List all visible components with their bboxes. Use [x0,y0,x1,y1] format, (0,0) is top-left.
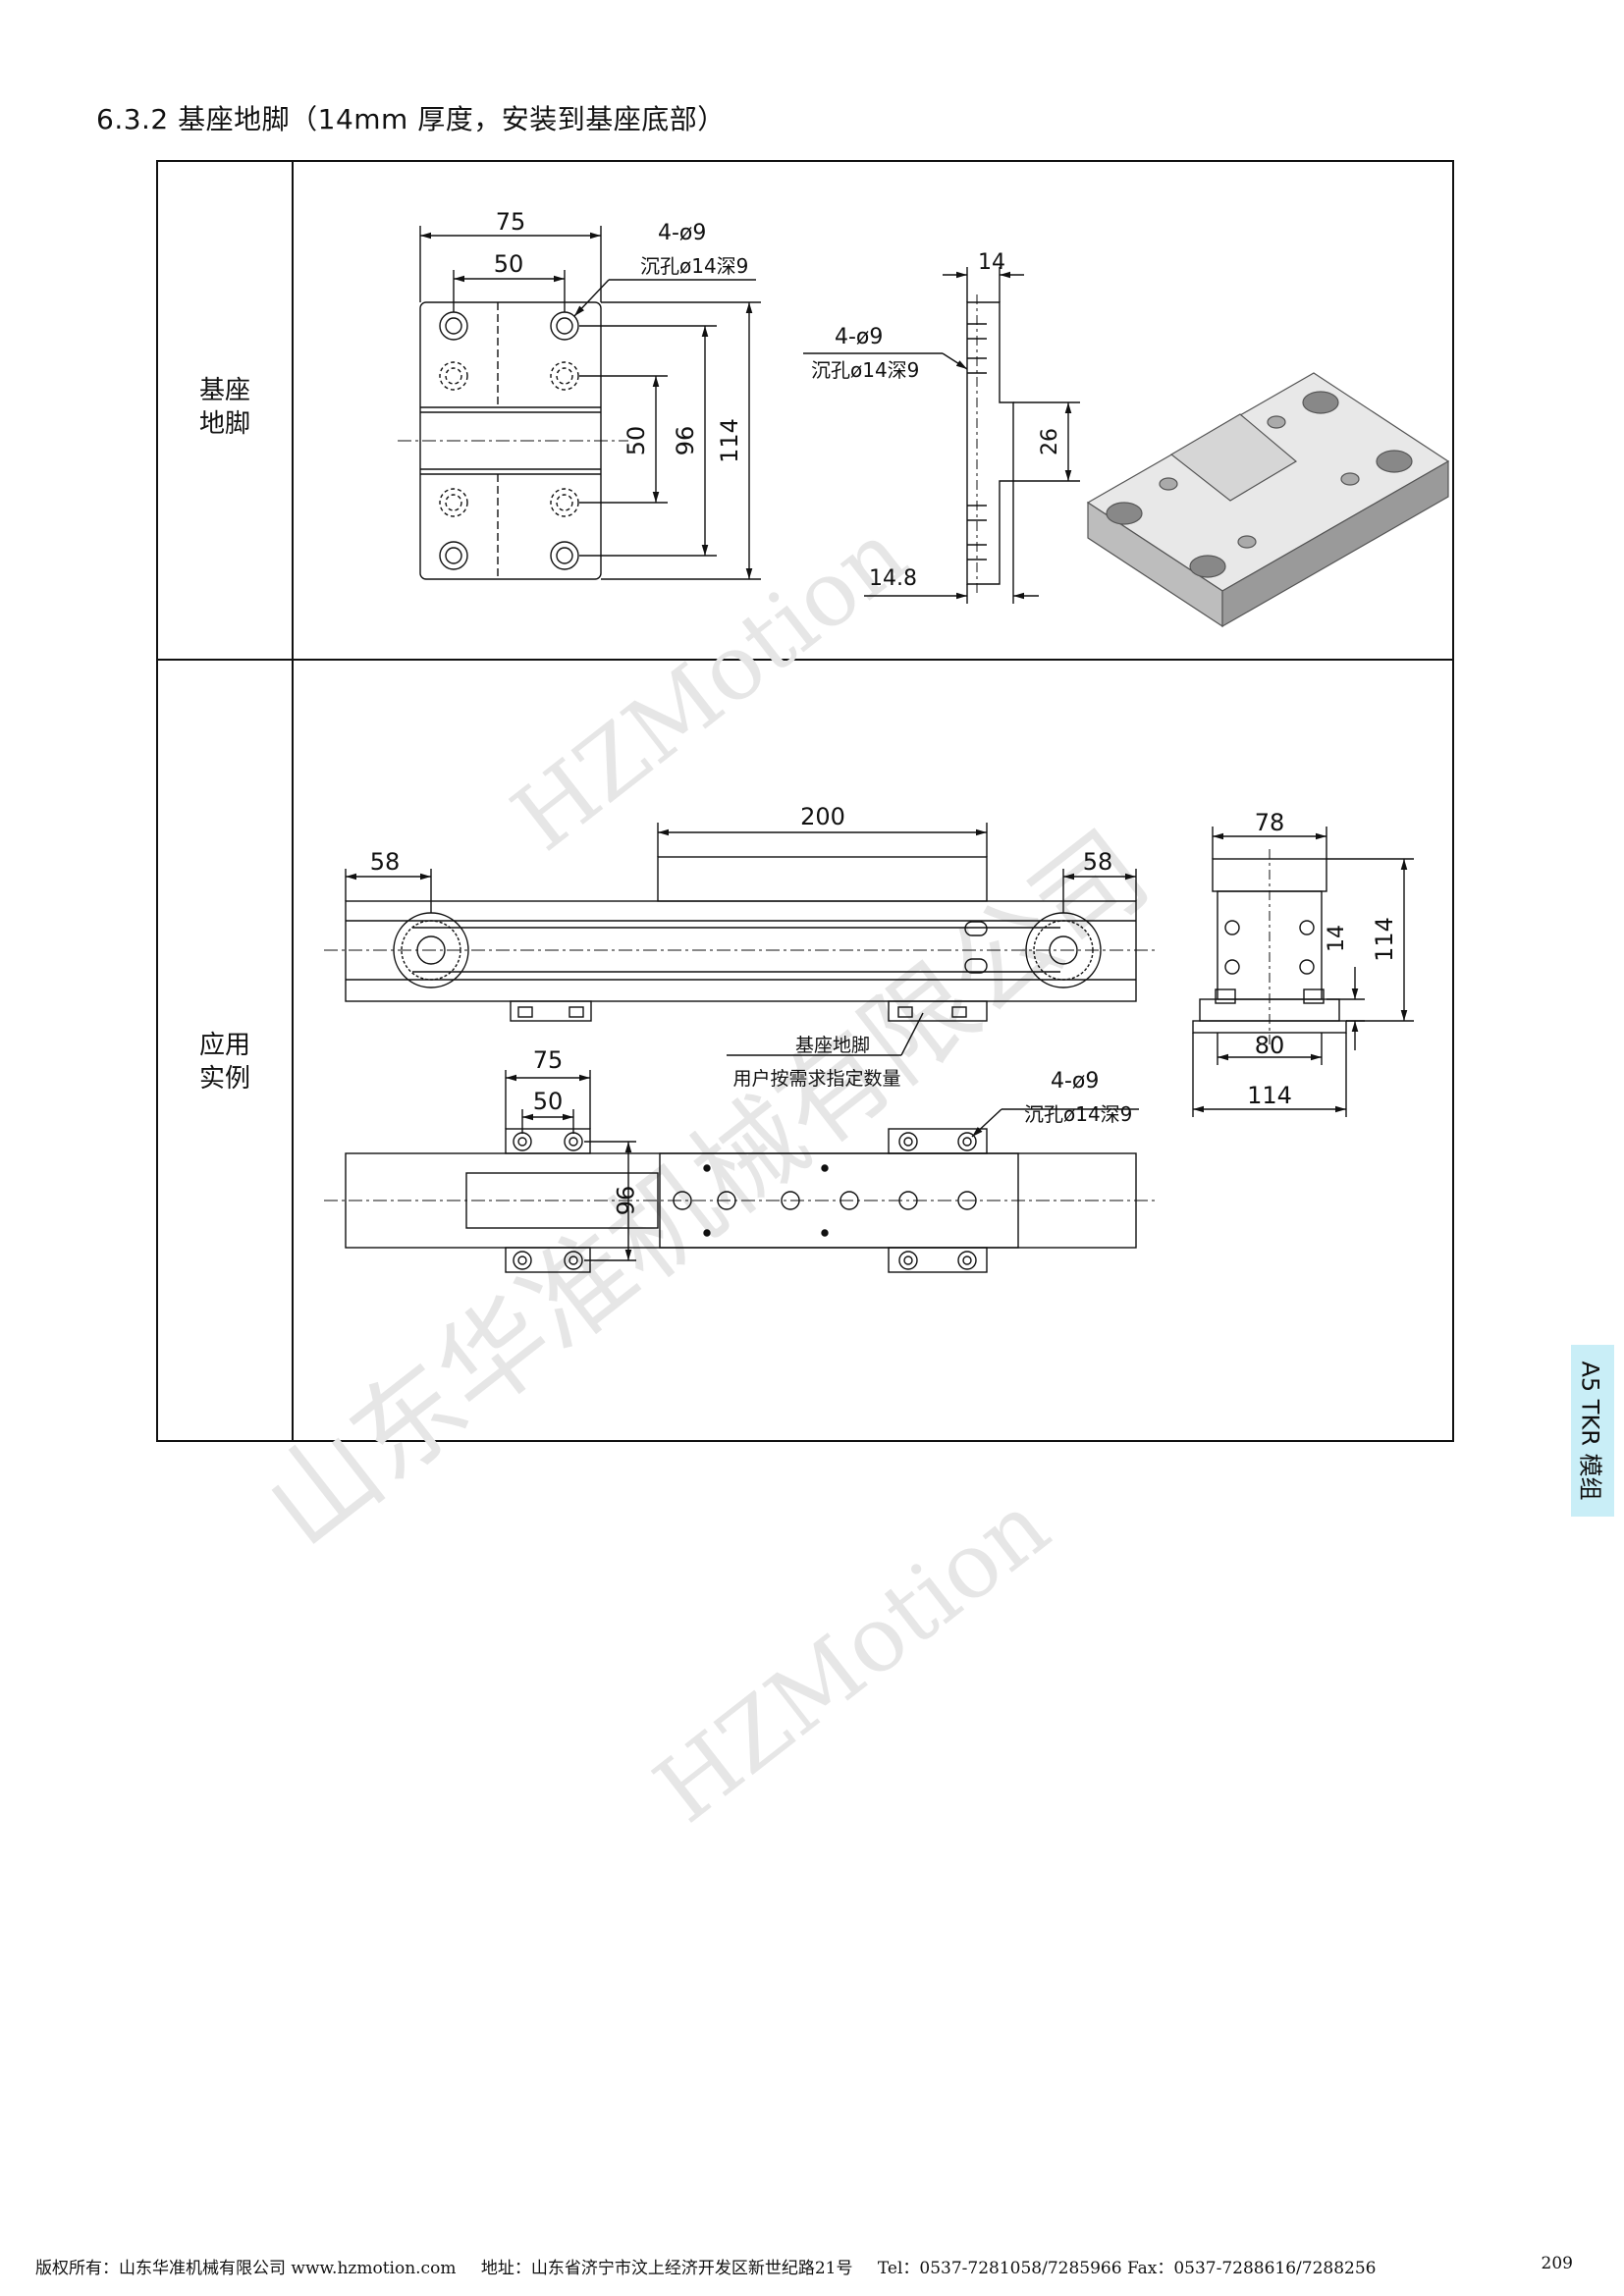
row-label-base-foot: 基座 地脚 [158,374,292,441]
end-dim-114-horizontal: 114 [1247,1082,1292,1109]
hole-spec-bottom-line1: 4-ø9 [1051,1069,1099,1094]
footer-copyright: 版权所有：山东华准机械有限公司 www.hzmotion.com [35,2259,457,2278]
base-foot-side-view [803,267,1080,604]
column-divider [292,162,294,1440]
dim-114-vertical: 114 [716,418,743,463]
dim-200: 200 [800,803,845,830]
module-top-view [324,1070,1159,1273]
side-hole-spec-line1: 4-ø9 [835,325,883,349]
hole-spec-line2: 沉孔ø14深9 [640,254,748,278]
spec-table: 基座 地脚 应用 实例 [156,160,1454,1442]
hidden-hole [550,488,579,517]
hole-spec-line1: 4-ø9 [658,221,706,245]
dim-58-right: 58 [1083,848,1113,876]
chapter-tab[interactable]: A5 TKR 模组 [1571,1345,1614,1517]
dim-50-vertical: 50 [623,426,650,456]
side-dim-14-8: 14.8 [869,566,917,591]
dim-96-vertical: 96 [672,426,699,456]
dim-50: 50 [494,250,524,278]
side-dim-14: 14 [978,250,1005,275]
watermark-brand: HZMotion [636,1473,1068,1843]
row-divider [158,659,1452,661]
counterbore-hole [550,311,579,341]
page-number: 209 [1541,2254,1573,2273]
counterbore-hole [550,541,579,570]
watermark: HZMotion HZMotion 山东华准机械有限公司 [243,502,1171,1843]
row-label-line: 地脚 [198,409,250,439]
module-end-view [1192,827,1414,1117]
end-dim-14: 14 [1325,925,1349,952]
callout-base-foot: 基座地脚 [795,1035,870,1056]
watermark-brand: HZMotion [494,502,926,872]
hole-spec-bottom-line2: 沉孔ø14深9 [1024,1102,1132,1126]
page-footer: 版权所有：山东华准机械有限公司 www.hzmotion.com 地址：山东省济… [35,2254,1606,2278]
section-title: 6.3.2 基座地脚（14mm 厚度，安装到基座底部） [96,103,726,135]
side-hole-spec-line2: 沉孔ø14深9 [811,358,919,382]
row-label-application: 应用 实例 [158,1029,292,1095]
footer-address: 地址：山东省济宁市汶上经济开发区新世纪路21号 [480,2259,853,2278]
chapter-tab-label: A5 TKR 模组 [1576,1361,1604,1501]
row-label-line: 基座 [198,376,250,405]
dim-50-bottom: 50 [533,1088,564,1115]
base-foot-isometric-view [1086,372,1450,628]
row-label-line: 实例 [198,1064,250,1094]
hidden-hole [439,361,468,391]
end-dim-80: 80 [1255,1032,1285,1059]
dim-75-bottom: 75 [533,1046,564,1074]
module-side-view [324,823,1159,1056]
end-dim-78: 78 [1255,809,1285,836]
dim-75: 75 [496,208,526,236]
row-label-line: 应用 [198,1031,250,1060]
footer-contact: Tel：0537-7281058/7285966 Fax：0537-728861… [877,2259,1377,2278]
watermark-company: 山东华准机械有限公司 [243,807,1171,1571]
end-dim-114-vertical: 114 [1371,917,1398,962]
side-dim-26: 26 [1038,428,1062,455]
hidden-hole [550,361,579,391]
dim-58-left: 58 [370,848,401,876]
callout-quantity: 用户按需求指定数量 [732,1068,900,1090]
hidden-hole [439,488,468,517]
counterbore-hole [439,541,468,570]
dim-96-bottom: 96 [611,1186,638,1216]
base-foot-front-view [398,226,761,580]
counterbore-hole [439,311,468,341]
